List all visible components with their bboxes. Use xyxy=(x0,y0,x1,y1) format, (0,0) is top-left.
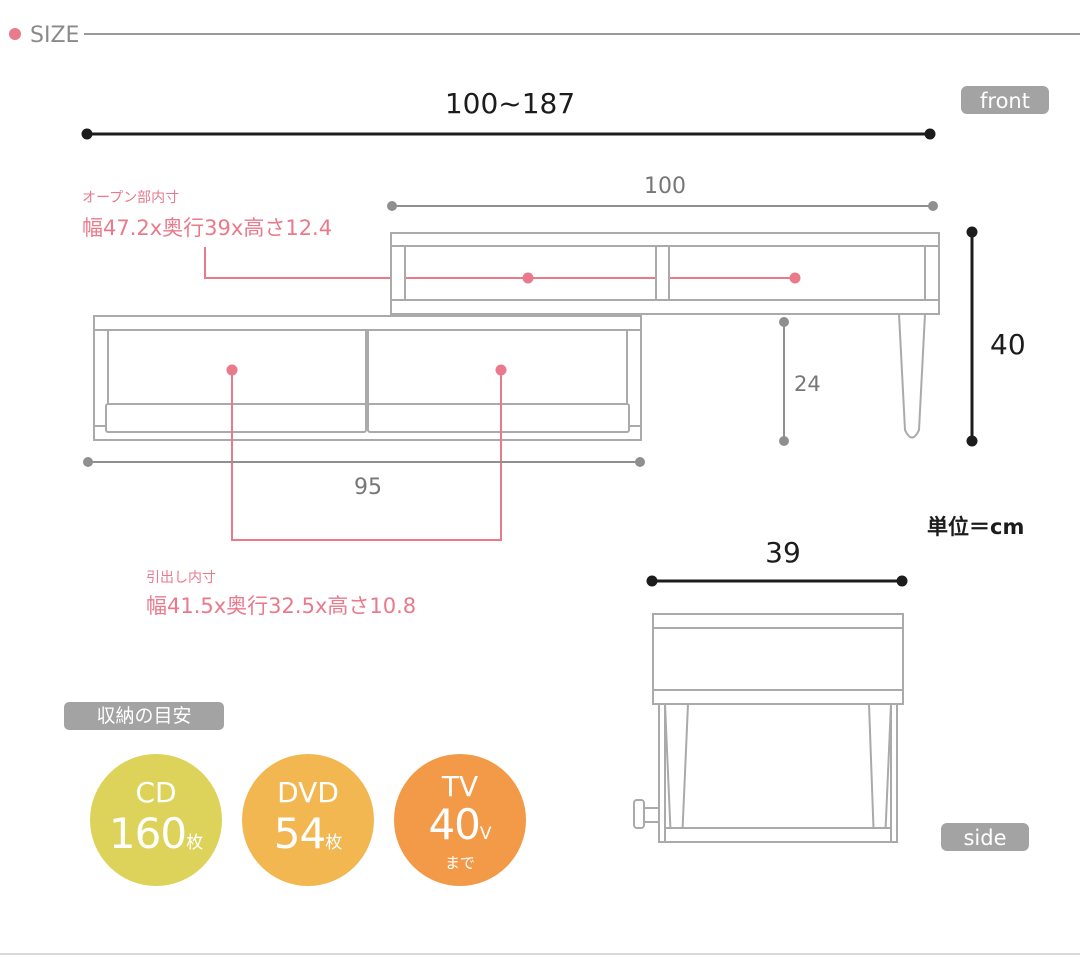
drawer-leader xyxy=(231,370,502,541)
lower-unit-front xyxy=(93,315,642,441)
side-depth-end-right xyxy=(896,575,908,587)
tv-size-line: 40V xyxy=(394,800,526,849)
total-width-label: 100~187 xyxy=(445,87,575,120)
upper-width-end-right xyxy=(928,201,938,211)
open-section-title: オープン部内寸 xyxy=(82,190,179,206)
upper-unit-front xyxy=(390,232,940,439)
total-width-end-left xyxy=(81,128,93,140)
side-label-pill xyxy=(941,823,1029,851)
side-view-drawing xyxy=(633,613,904,843)
side-depth-end-left xyxy=(646,575,658,587)
cd-badge: CD 160枚 xyxy=(90,754,222,886)
tv-note: まで xyxy=(444,854,475,872)
tv-badge: TV 40V まで xyxy=(394,754,526,886)
tv-unit: V xyxy=(479,824,492,844)
upper-width-label: 100 xyxy=(644,174,686,199)
leg-height-label: 24 xyxy=(794,372,821,396)
open-section-leader xyxy=(204,247,795,279)
open-section-dims: 幅47.2x奥行39x高さ12.4 xyxy=(82,216,332,240)
total-width-end-right xyxy=(924,128,936,140)
dvd-count-line: 54枚 xyxy=(242,809,374,858)
lower-width-label: 95 xyxy=(354,475,382,500)
side-label: side xyxy=(963,826,1006,850)
header-bullet-icon xyxy=(9,28,21,40)
leg-height-end-bottom xyxy=(779,436,789,446)
unit-label: 単位＝cm xyxy=(927,515,1024,539)
front-label: front xyxy=(980,89,1030,113)
leg-height-end-top xyxy=(779,317,789,327)
dvd-name: DVD xyxy=(277,776,339,809)
total-height-end-top xyxy=(966,226,978,238)
cd-count-line: 160枚 xyxy=(90,809,222,858)
total-height-end-bottom xyxy=(966,435,978,447)
cd-suffix: 枚 xyxy=(186,833,204,853)
header-title: SIZE xyxy=(30,23,79,48)
drawer-title: 引出し内寸 xyxy=(146,570,216,586)
lower-width-end-left xyxy=(83,457,93,467)
upper-width-end-left xyxy=(387,201,397,211)
tv-size: 40 xyxy=(428,800,480,849)
open-section-marker-left xyxy=(522,272,534,284)
cd-count: 160 xyxy=(108,809,187,858)
cd-name: CD xyxy=(135,776,177,809)
storage-title: 収納の目安 xyxy=(64,702,224,730)
tv-name: TV xyxy=(441,770,479,803)
total-height-label: 40 xyxy=(990,328,1026,361)
open-section-marker-right xyxy=(789,272,801,284)
dvd-badge: DVD 54枚 xyxy=(242,754,374,886)
dvd-count: 54 xyxy=(273,809,326,858)
side-depth-label: 39 xyxy=(765,536,801,569)
drawer-dims: 幅41.5x奥行32.5x高さ10.8 xyxy=(146,594,416,618)
lower-width-end-right xyxy=(635,457,645,467)
dvd-suffix: 枚 xyxy=(325,833,343,853)
front-label-pill xyxy=(961,86,1049,114)
